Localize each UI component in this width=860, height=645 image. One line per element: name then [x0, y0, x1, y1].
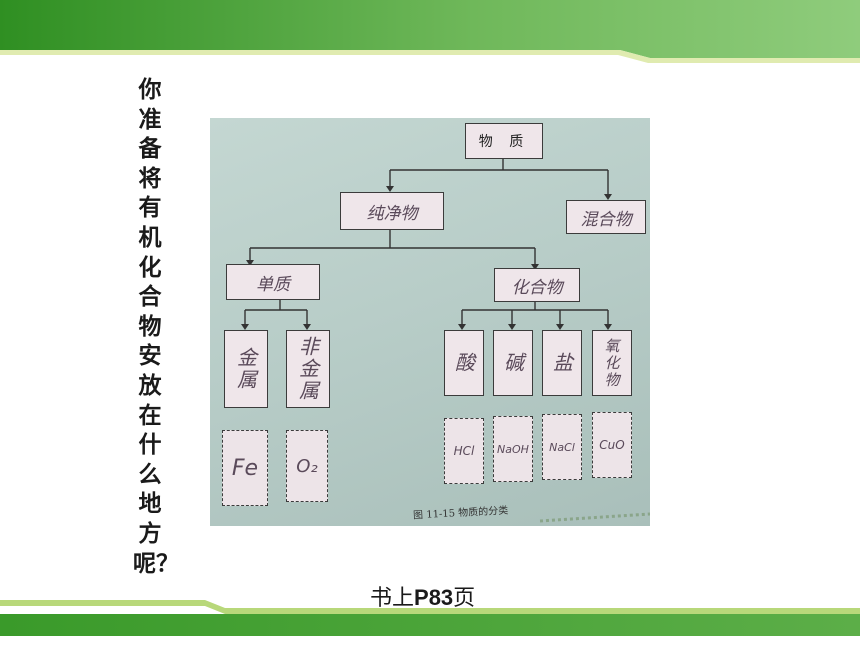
- header-band: [0, 0, 860, 63]
- diagram-connectors: [241, 158, 650, 523]
- page-reference: 书上P83页: [370, 580, 475, 612]
- page-ref-number: P83: [414, 585, 454, 610]
- node-salt: 盐: [542, 330, 582, 396]
- node-oxide: 氧化物: [592, 330, 632, 396]
- node-acid: 酸: [444, 330, 484, 396]
- example-naoh: NaOH: [493, 416, 533, 482]
- node-mixture: 混合物: [566, 200, 646, 234]
- node-substance: 物 质: [465, 123, 543, 159]
- node-nonmetal: 非金属: [286, 330, 330, 408]
- node-base: 碱: [493, 330, 533, 396]
- node-pure-substance: 纯净物: [340, 192, 444, 230]
- page-ref-prefix: 书上: [370, 586, 415, 611]
- node-metal: 金属: [224, 330, 268, 408]
- page-ref-suffix: 页: [453, 586, 476, 611]
- example-hcl: HCl: [444, 418, 484, 484]
- example-fe: Fe: [222, 430, 268, 506]
- classification-diagram-photo: 物 质 纯净物 混合物 单质 化合物 金属 非金属 酸 碱 盐 氧化物 Fe O…: [210, 118, 650, 526]
- node-element: 单质: [226, 264, 320, 300]
- example-cuo: CuO: [592, 412, 632, 478]
- example-nacl: NaCl: [542, 414, 582, 480]
- question-text: 你准备将有机化合物安放在什么地方呢？: [133, 77, 179, 577]
- footer-band: [0, 600, 860, 645]
- example-o2: O₂: [286, 430, 328, 502]
- node-compound: 化合物: [494, 268, 580, 302]
